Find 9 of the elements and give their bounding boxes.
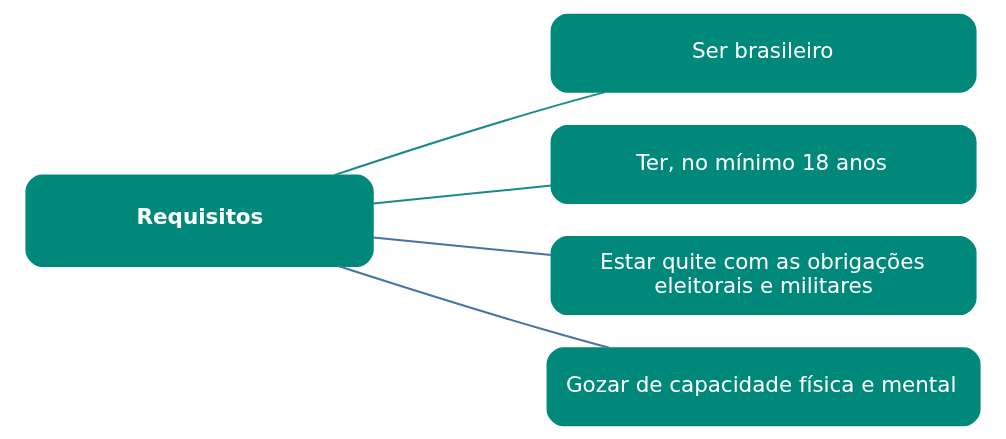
connector: [373, 236, 552, 256]
node-box: Ter, no mínimo 18 anos: [550, 124, 977, 204]
connector: [334, 90, 606, 176]
node-box: Ser brasileiro: [550, 13, 977, 93]
node-box: Requisitos: [25, 173, 374, 267]
node-box: Estar quite com as obrigações eleitorais e militares: [550, 235, 977, 315]
node-box: Gozar de capacidade física e mental: [546, 346, 981, 426]
connector: [373, 184, 552, 204]
connector: [338, 264, 610, 349]
